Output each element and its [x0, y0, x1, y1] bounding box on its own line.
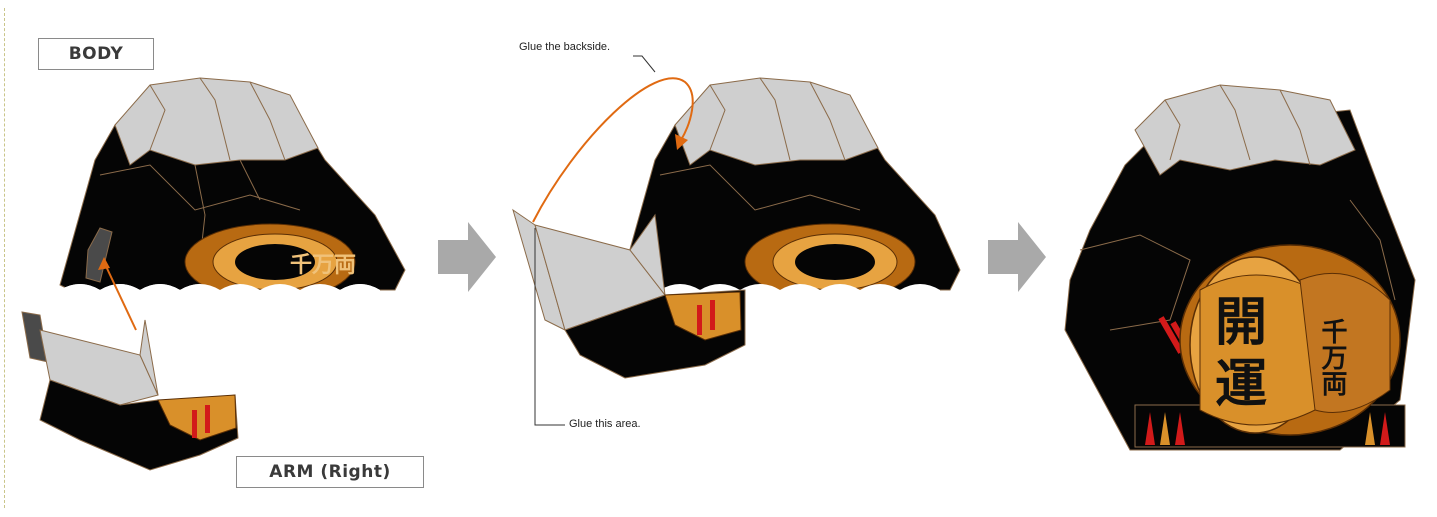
- step-1-illustration: 千万両: [21, 77, 406, 471]
- step-2-illustration: [512, 55, 961, 426]
- emblem-char-1: 開: [1215, 292, 1267, 353]
- step-2: Glue the backside. Glue this area.: [505, 0, 975, 517]
- glue-direction-arrow: [98, 257, 137, 331]
- emblem-char-2: 運: [1215, 354, 1267, 415]
- backside-leader-line: [633, 55, 656, 73]
- step-3-illustration: 開 運 千万両: [1064, 84, 1416, 451]
- emblem-glyph: 千万両: [290, 252, 356, 278]
- arm-right-part: [512, 208, 746, 379]
- glue-area-leader-line: [534, 228, 565, 426]
- body-label: BODY: [38, 38, 154, 70]
- glue-backside-note: Glue the backside.: [519, 41, 611, 53]
- emblem-side-text: 千万両: [1317, 318, 1347, 397]
- arm-right-label: ARM (Right): [236, 456, 424, 488]
- arm-right-part: [21, 311, 239, 471]
- emblem-barrel: 開 運 千万両: [1179, 244, 1401, 436]
- emblem-ring: 千万両: [184, 223, 356, 301]
- emblem-ring: [744, 223, 916, 301]
- body-part: [619, 77, 961, 302]
- cut-guide-line: [4, 8, 5, 508]
- glue-area-note: Glue this area.: [569, 418, 641, 430]
- step-3: 開 運 千万両: [1050, 0, 1430, 517]
- body-part: 千万両: [59, 77, 406, 302]
- right-arrow-icon: [988, 222, 1046, 292]
- curved-arrow-icon: [532, 77, 694, 223]
- step-1: BODY 千万両: [0, 0, 430, 517]
- right-arrow-icon: [438, 222, 496, 292]
- completed-figure: 開 運 千万両: [1064, 84, 1416, 451]
